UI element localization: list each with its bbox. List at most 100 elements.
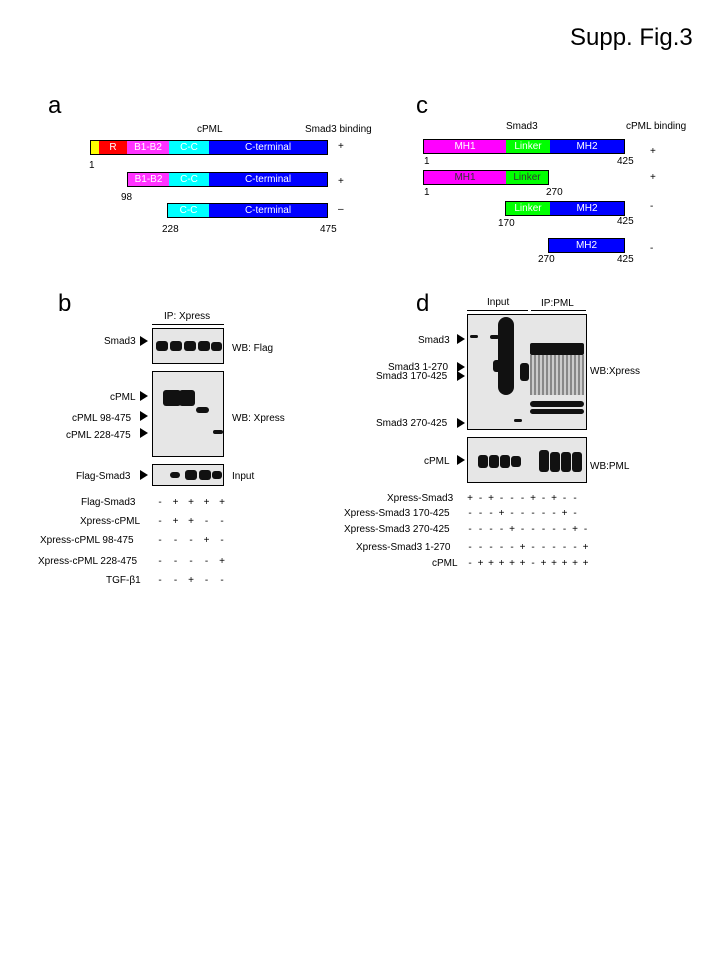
c-terminal-segment: C-terminal — [209, 141, 327, 154]
cpml-98-475-construct: B1-B2 C-C C-terminal — [127, 172, 328, 187]
condition-sign: - — [158, 535, 162, 546]
construct-start-label: 1 — [424, 187, 430, 198]
c-terminal-segment: C-terminal — [209, 204, 327, 217]
condition-sign: + — [561, 558, 568, 569]
smad3-1-270-construct: MH1 Linker — [423, 170, 549, 185]
band-label: cPML — [424, 456, 450, 467]
condition-sign: - — [510, 508, 514, 519]
row-label: cPML — [432, 558, 458, 569]
condition-sign: + — [467, 493, 473, 504]
condition-sign: + — [540, 558, 547, 569]
construct-start-label: 228 — [162, 224, 179, 235]
row-label: Xpress-Smad3 170-425 — [344, 508, 450, 519]
panel-c-binding-header: cPML binding — [626, 121, 687, 132]
condition-sign: - — [204, 556, 209, 567]
c-terminal-segment: C-terminal — [209, 173, 327, 186]
wb-label: WB:Xpress — [590, 366, 641, 377]
condition-sign: - — [510, 493, 514, 504]
condition-sign: + — [219, 556, 225, 567]
row-label: Xpress-cPML — [80, 516, 141, 527]
condition-sign: - — [158, 497, 162, 508]
condition-sign: - — [562, 524, 567, 535]
construct-start-label: 1 — [424, 156, 430, 167]
condition-sign: - — [468, 524, 472, 535]
condition-sign: - — [220, 516, 224, 527]
condition-sign: - — [520, 493, 525, 504]
construct-start-label: 98 — [121, 192, 133, 203]
condition-sign: - — [189, 556, 193, 567]
construct-end-label: 425 — [617, 156, 634, 167]
condition-sign: - — [573, 542, 577, 553]
condition-sign: - — [552, 508, 556, 519]
smad3-170-425-construct: Linker MH2 — [505, 201, 625, 216]
condition-sign: - — [531, 508, 535, 519]
band-label: Flag-Smad3 — [76, 471, 131, 482]
bbox-domain-segment: B1-B2 — [127, 141, 169, 154]
condition-sign: - — [573, 508, 577, 519]
condition-sign: + — [498, 508, 505, 519]
band-label: Smad3 — [418, 335, 450, 346]
panel-letter-c: c — [416, 92, 428, 119]
condition-sign: + — [561, 508, 568, 519]
condition-sign: - — [204, 575, 209, 586]
binding-result: + — [338, 141, 344, 152]
wb-label: WB: Flag — [232, 343, 274, 354]
condition-sign: - — [531, 558, 535, 569]
input-label: Input — [487, 297, 510, 308]
row-label: Flag-Smad3 — [81, 497, 136, 508]
condition-sign: - — [489, 508, 493, 519]
condition-sign: - — [541, 542, 546, 553]
wb-label: Input — [232, 471, 255, 482]
wb-label: WB:PML — [590, 461, 630, 472]
condition-sign: + — [551, 558, 557, 569]
condition-sign: - — [583, 524, 588, 535]
construct-end-label: 475 — [320, 224, 337, 235]
row-label: TGF-β1 — [106, 575, 141, 586]
condition-sign: - — [220, 535, 224, 546]
blot-flag — [152, 328, 224, 364]
condition-sign: + — [572, 558, 578, 569]
condition-sign: - — [478, 493, 483, 504]
construct-start-label: 1 — [89, 160, 95, 171]
panel-a-binding-header: Smad3 binding — [305, 124, 372, 135]
condition-sign: + — [477, 558, 484, 569]
condition-sign: - — [173, 556, 178, 567]
condition-sign: + — [519, 558, 526, 569]
row-label: Xpress-cPML 98-475 — [40, 535, 134, 546]
ip-underline — [531, 310, 586, 311]
input-underline — [467, 310, 528, 311]
band-label: Smad3 270-425 — [376, 418, 448, 429]
condition-sign: - — [158, 575, 162, 586]
bbox-domain-segment: B1-B2 — [128, 173, 169, 186]
condition-sign: - — [478, 524, 483, 535]
construct-start-label: 270 — [538, 254, 555, 265]
condition-sign: + — [530, 493, 536, 504]
condition-sign: + — [188, 575, 194, 586]
band-label: cPML 228-475 — [66, 430, 131, 441]
ring-domain-segment: R — [99, 141, 127, 154]
band-arrow-icon — [457, 362, 465, 372]
binding-result: – — [338, 204, 344, 215]
condition-sign: - — [173, 535, 178, 546]
condition-sign: - — [489, 542, 493, 553]
condition-sign: - — [220, 575, 224, 586]
construct-end-label: 270 — [546, 187, 563, 198]
condition-sign: - — [468, 542, 472, 553]
mh2-segment: MH2 — [550, 202, 624, 215]
condition-sign: - — [489, 524, 493, 535]
panel-letter-d: d — [416, 290, 430, 317]
band-label: Smad3 — [104, 336, 136, 347]
condition-sign: - — [562, 542, 567, 553]
ip-label: IP: Xpress — [164, 311, 211, 322]
condition-sign: - — [531, 542, 535, 553]
condition-sign: + — [509, 524, 515, 535]
condition-sign: - — [552, 542, 556, 553]
row-label: Xpress-Smad3 — [387, 493, 454, 504]
condition-sign: + — [572, 524, 578, 535]
condition-sign: - — [204, 516, 209, 527]
band-arrow-icon — [140, 428, 148, 438]
band-label: Smad3 1-270 — [388, 362, 449, 373]
smad3-full-construct: MH1 Linker MH2 — [423, 139, 625, 154]
row-label: Xpress-Smad3 1-270 — [356, 542, 451, 553]
condition-sign: - — [531, 524, 535, 535]
